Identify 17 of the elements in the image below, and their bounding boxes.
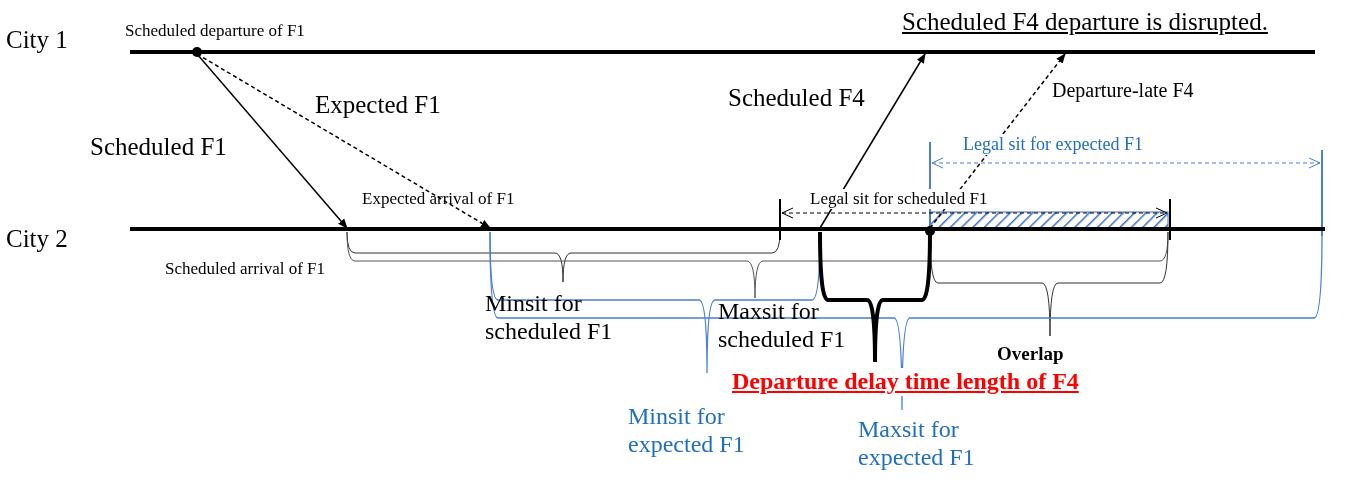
flight-arrow: [819, 53, 926, 229]
event-label: Scheduled departure of F1: [125, 21, 305, 41]
interval-label: Maxsit for scheduled F1: [718, 298, 847, 354]
delay-label: Departure delay time length of F4: [732, 368, 1079, 396]
event-label: Expected arrival of F1: [362, 189, 515, 209]
interval-label: Minsit for scheduled F1: [485, 290, 614, 346]
interval-label: Legal sit for expected F1: [963, 134, 1143, 155]
interval-label: Legal sit for scheduled F1: [810, 189, 988, 209]
interval-label: Overlap: [997, 343, 1064, 365]
city-label: City 2: [6, 225, 68, 253]
title: Scheduled F4 departure is disrupted.: [902, 8, 1268, 37]
interval-label: Minsit for expected F1: [628, 403, 746, 459]
event-label: Scheduled arrival of F1: [165, 259, 326, 279]
city-label: City 1: [6, 26, 68, 54]
flight-arrow: [196, 53, 348, 229]
flight-arrow: [929, 53, 1066, 229]
interval-label: Maxsit for expected F1: [858, 416, 976, 472]
